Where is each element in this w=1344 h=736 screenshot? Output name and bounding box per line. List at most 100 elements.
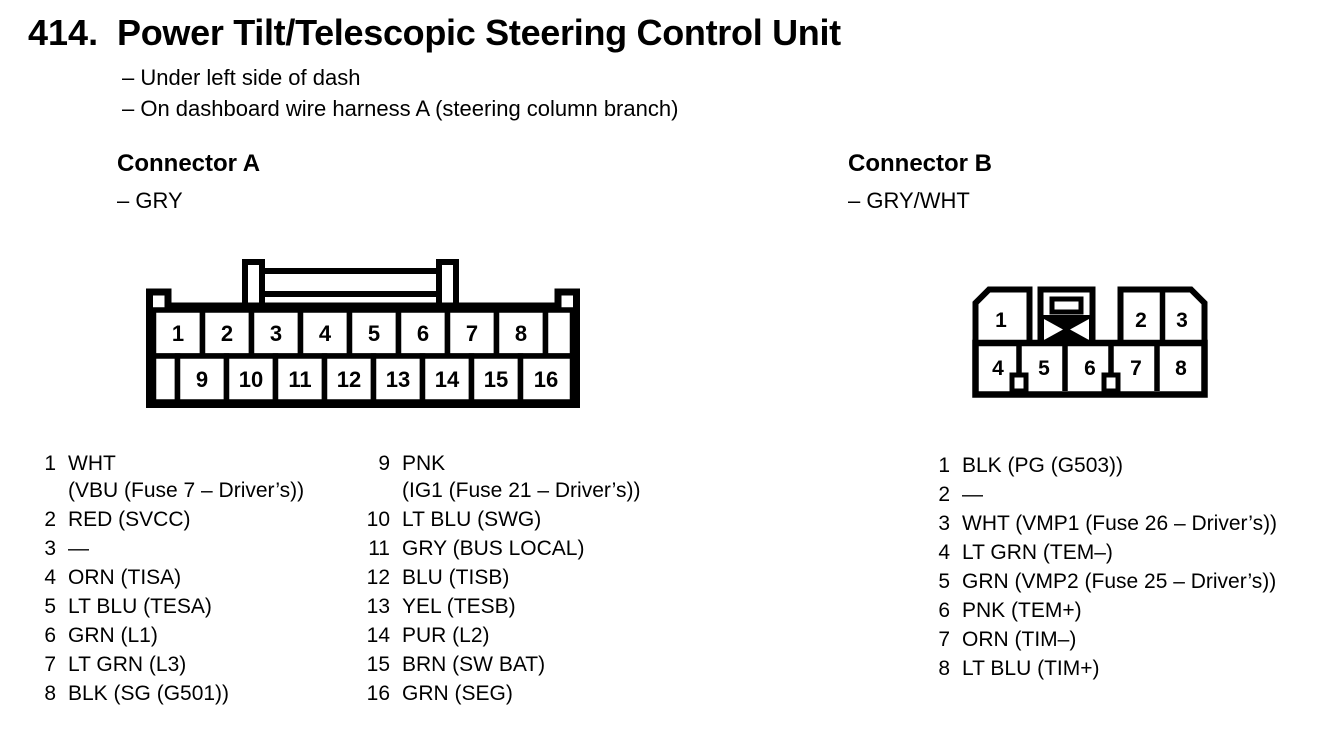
pin-description: ORN (TISA) <box>68 566 182 589</box>
pin-row: 8 BLK (SG (G501)) <box>30 680 304 707</box>
pin-row: 2 RED (SVCC) <box>30 506 304 533</box>
connector-a-color-code: – GRY <box>117 188 183 213</box>
pin-description: BLU (TISB) <box>402 566 510 589</box>
section-number: 414. <box>28 12 99 53</box>
pin-row: 13 YEL (TESB) <box>352 593 640 620</box>
pin-row: 8 LT BLU (TIM+) <box>924 655 1277 682</box>
pin-description: — <box>68 537 89 560</box>
connector-a-pin-label: 15 <box>484 367 508 392</box>
connector-a-pin-label: 10 <box>239 367 263 392</box>
pin-number: 6 <box>938 599 950 622</box>
pin-number: 9 <box>378 452 390 475</box>
pin-number: 2 <box>44 508 56 531</box>
pin-description: BRN (SW BAT) <box>402 653 546 676</box>
index-notch <box>1101 372 1121 394</box>
pin-description: WHT (VMP1 (Fuse 26 – Driver’s)) <box>962 512 1278 535</box>
connector-a-pin-label: 4 <box>319 321 332 346</box>
connector-a-pin-label: 8 <box>515 321 527 346</box>
pin-description: PNK (TEM+) <box>962 599 1082 622</box>
pin-description: GRN (L1) <box>68 624 158 647</box>
pin-number: 3 <box>938 512 950 535</box>
pin-number: 4 <box>938 541 950 564</box>
pin-number: 10 <box>366 508 390 531</box>
connector-b-title: Connector B <box>848 150 992 177</box>
connector-b-pin-label: 6 <box>1084 357 1096 380</box>
pin-number: 1 <box>938 454 950 477</box>
pin-number: 4 <box>44 566 56 589</box>
pin-cavity <box>517 353 576 405</box>
pin-row: 7 LT GRN (L3) <box>30 651 304 678</box>
pin-number: 5 <box>938 570 950 593</box>
pin-number: 8 <box>938 657 950 680</box>
pin-row: 12 BLU (TISB) <box>352 564 640 591</box>
pin-description: RED (SVCC) <box>68 508 191 531</box>
page-heading: 414. Power Tilt/Telescopic Steering Cont… <box>28 12 841 54</box>
pin-row: 9 PNK (IG1 (Fuse 21 – Driver’s)) <box>352 450 640 504</box>
pin-number: 2 <box>938 483 950 506</box>
pin-description: GRN (VMP2 (Fuse 25 – Driver’s)) <box>962 570 1277 593</box>
pin-description: WHT (VBU (Fuse 7 – Driver’s)) <box>68 452 305 502</box>
latch-post-left <box>242 259 265 312</box>
pin-number: 15 <box>366 653 390 676</box>
pin-number: 7 <box>44 653 56 676</box>
pin-number: 14 <box>366 624 390 647</box>
connector-a-title: Connector A <box>117 150 261 177</box>
connector-a-pin-label: 12 <box>337 367 361 392</box>
pin-row: 1 WHT (VBU (Fuse 7 – Driver’s)) <box>30 450 304 504</box>
connector-b-pin-label: 7 <box>1130 357 1142 380</box>
pin-description: YEL (TESB) <box>402 595 516 618</box>
pin-row: 11 GRY (BUS LOCAL) <box>352 535 640 562</box>
keyway-slot <box>1049 296 1084 315</box>
keyway-icon-white-right <box>1070 319 1089 340</box>
pin-description: BLK (SG (G501)) <box>68 682 230 705</box>
connector-a-diagram: 1 2 3 4 5 6 7 8 9 10 11 12 13 14 15 16 <box>146 259 580 408</box>
keyway-icon-white-left <box>1044 319 1063 340</box>
pin-row: 6 GRN (L1) <box>30 622 304 649</box>
pin-description: GRY (BUS LOCAL) <box>402 537 585 560</box>
pin-number: 1 <box>44 452 56 475</box>
connector-b-diagram: 1 2 3 4 5 6 7 8 <box>972 286 1208 398</box>
pin-number: 5 <box>44 595 56 618</box>
connector-b-pin-label: 8 <box>1175 357 1187 380</box>
connector-a-pin-label: 2 <box>221 321 233 346</box>
pin-description: GRN (SEG) <box>402 682 513 705</box>
connector-a-pin-label: 9 <box>196 367 208 392</box>
pin-row: 7 ORN (TIM–) <box>924 626 1277 653</box>
index-notch <box>1009 372 1029 394</box>
blank-cavity <box>542 307 576 359</box>
pin-cavity <box>419 353 475 405</box>
page-title: Power Tilt/Telescopic Steering Control U… <box>117 12 841 53</box>
pin-row: 2— <box>924 481 1277 508</box>
connector-a-pin-label: 11 <box>288 367 311 392</box>
pin-number: 6 <box>44 624 56 647</box>
pin-number: 12 <box>366 566 390 589</box>
pin-description: ORN (TIM–) <box>962 628 1077 651</box>
connector-b-pin-label: 4 <box>992 357 1004 380</box>
pin-number: 8 <box>44 682 56 705</box>
pin-row: 4 ORN (TISA) <box>30 564 304 591</box>
pin-number: 11 <box>368 537 390 560</box>
connector-a-pin-label: 14 <box>435 367 460 392</box>
pin-description: LT GRN (L3) <box>68 653 187 676</box>
component-location-notes: – Under left side of dash – On dashboard… <box>122 65 679 121</box>
blank-cavity <box>150 353 181 405</box>
pin-description: PNK (IG1 (Fuse 21 – Driver’s)) <box>402 452 641 502</box>
connector-b-pin-label: 5 <box>1038 357 1050 380</box>
connector-a-pin-label: 1 <box>172 321 184 346</box>
pin-description: LT BLU (TIM+) <box>962 657 1100 680</box>
connector-b-pin-label: 1 <box>995 309 1007 332</box>
pin-row: 3— <box>30 535 304 562</box>
pin-number: 7 <box>938 628 950 651</box>
connector-b-color-code: – GRY/WHT <box>848 188 970 213</box>
pin-description: — <box>962 483 983 506</box>
connector-a-pin-label: 13 <box>386 367 410 392</box>
connector-a-pin-label: 6 <box>417 321 429 346</box>
pin-number: 16 <box>366 682 390 705</box>
pin-number: 13 <box>366 595 390 618</box>
pin-row: 15 BRN (SW BAT) <box>352 651 640 678</box>
